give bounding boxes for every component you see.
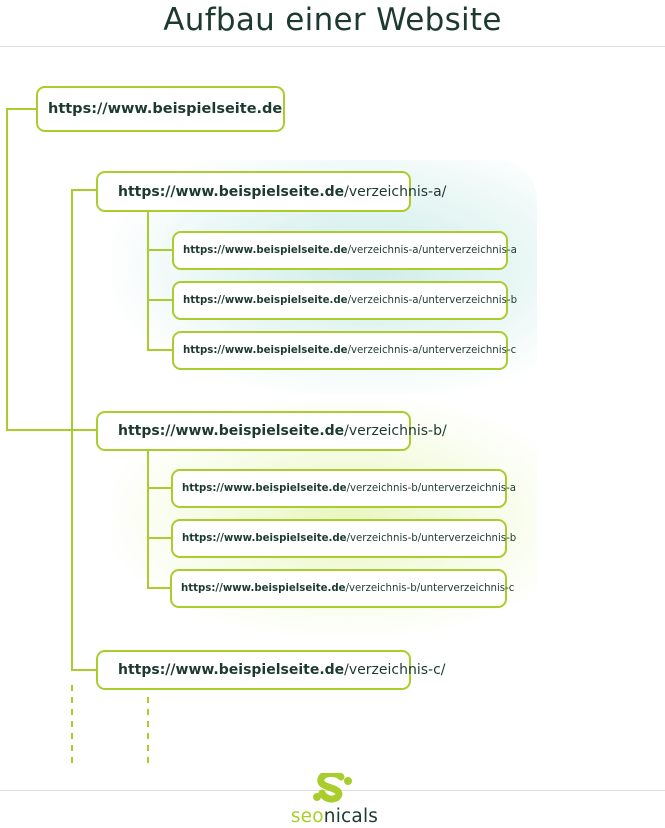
url-domain: https://www.beispielseite.de	[118, 662, 345, 678]
url-domain: https://www.beispielseite.de	[182, 533, 347, 544]
url-path: /verzeichnis-b/	[344, 423, 447, 439]
url-box-verzeichnis-a-unterverzeichnis-c: https://www.beispielseite.de/verzeichnis…	[172, 331, 516, 370]
url-domain: https://www.beispielseite.de	[48, 101, 283, 117]
url-path: /verzeichnis-a/unterverzeichnis-a	[347, 245, 517, 256]
url-box-verzeichnis-a-unterverzeichnis-a: https://www.beispielseite.de/verzeichnis…	[172, 231, 517, 270]
page-title: Aufbau einer Website	[163, 2, 502, 38]
url-path: /verzeichnis-b/unterverzeichnis-a	[346, 483, 517, 494]
logo-wordmark: seonicals	[287, 806, 382, 827]
connector-dir-a	[147, 210, 173, 351]
url-path: /verzeichnis-a/	[344, 183, 447, 200]
url-box-verzeichnis-a-unterverzeichnis-b: https://www.beispielseite.de/verzeichnis…	[172, 281, 517, 320]
logo-text-main: nicals	[323, 806, 379, 827]
seonicals-s-logo-icon	[313, 773, 352, 803]
url-box-root: https://www.beispielseite.de	[36, 86, 285, 132]
url-domain: https://www.beispielseite.de	[118, 183, 345, 200]
top-divider	[0, 46, 665, 47]
url-box-verzeichnis-c: https://www.beispielseite.de/verzeichnis…	[96, 650, 446, 690]
url-path: /verzeichnis-b/unterverzeichnis-c	[345, 583, 515, 594]
url-box-verzeichnis-a: https://www.beispielseite.de/verzeichnis…	[96, 171, 446, 212]
url-domain: https://www.beispielseite.de	[183, 295, 348, 306]
connector-root	[6, 108, 97, 431]
url-path: /verzeichnis-a/unterverzeichnis-b	[347, 295, 518, 306]
seonicals-logo: seonicals	[287, 773, 382, 828]
url-domain: https://www.beispielseite.de	[118, 423, 345, 439]
url-domain: https://www.beispielseite.de	[181, 583, 346, 594]
url-domain: https://www.beispielseite.de	[183, 245, 348, 256]
logo-text-accent: seo	[290, 806, 324, 827]
connector-dir-b	[147, 450, 172, 589]
url-box-verzeichnis-b: https://www.beispielseite.de/verzeichnis…	[96, 411, 447, 451]
url-box-verzeichnis-b-unterverzeichnis-a: https://www.beispielseite.de/verzeichnis…	[171, 469, 516, 508]
url-box-verzeichnis-b-unterverzeichnis-b: https://www.beispielseite.de/verzeichnis…	[171, 519, 516, 558]
url-domain: https://www.beispielseite.de	[182, 483, 347, 494]
url-path: /verzeichnis-a/unterverzeichnis-c	[347, 345, 517, 356]
url-path: /verzeichnis-c/	[344, 662, 446, 678]
url-domain: https://www.beispielseite.de	[183, 345, 348, 356]
url-box-verzeichnis-b-unterverzeichnis-c: https://www.beispielseite.de/verzeichnis…	[170, 569, 514, 608]
url-path: /verzeichnis-b/unterverzeichnis-b	[346, 533, 517, 544]
